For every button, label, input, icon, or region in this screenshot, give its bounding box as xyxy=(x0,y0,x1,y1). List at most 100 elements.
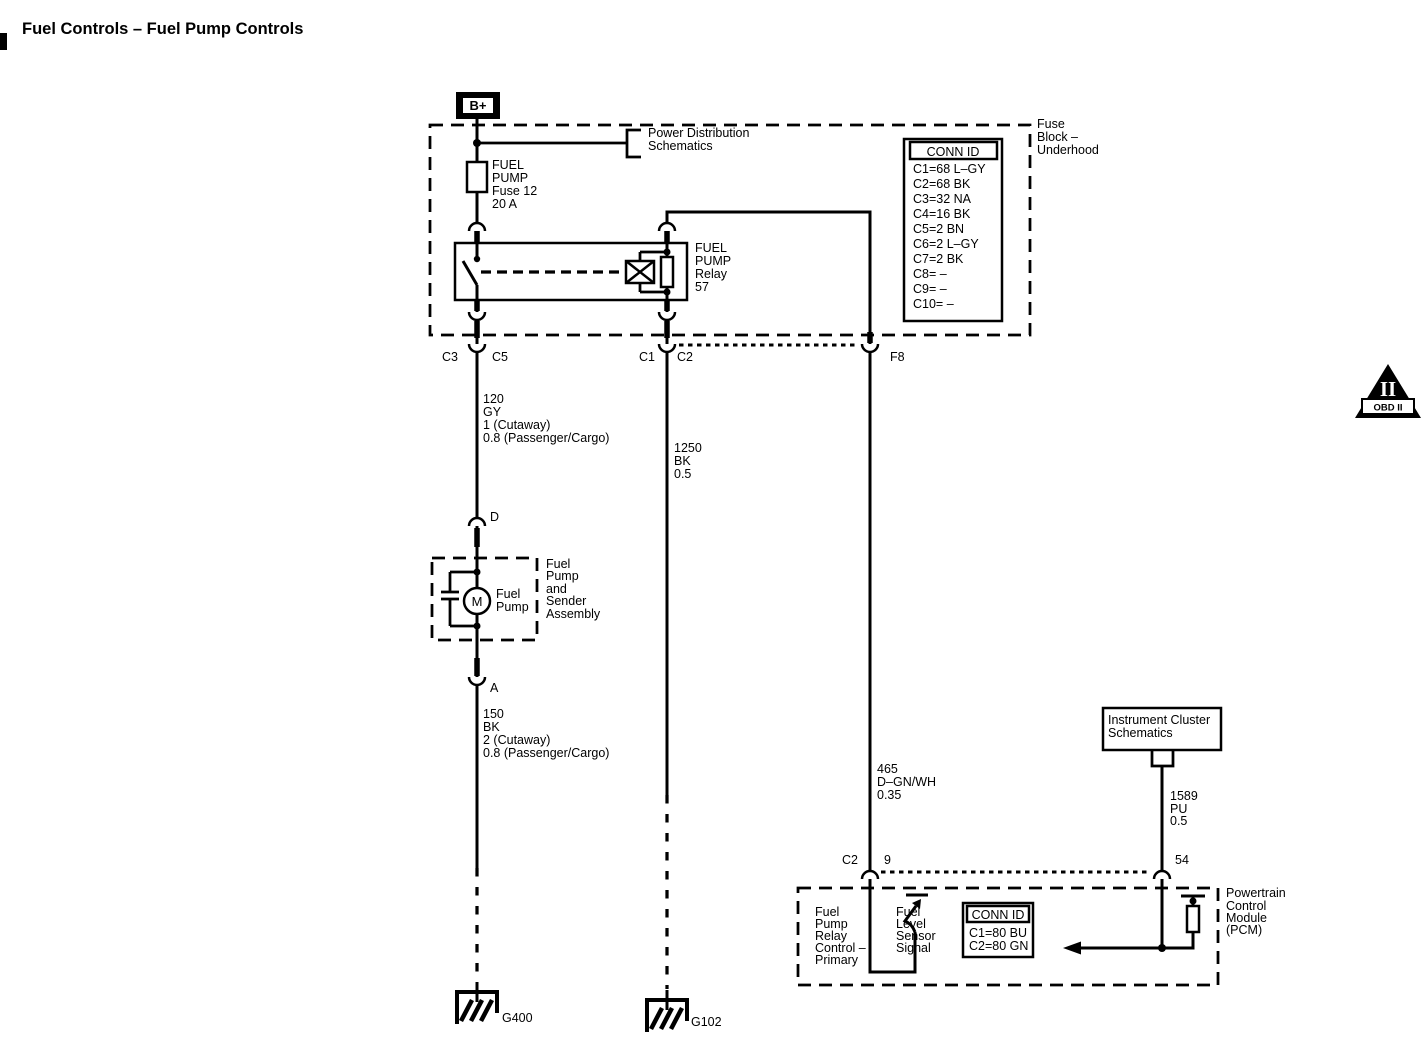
connector-arc xyxy=(467,221,487,232)
conn-id-table-pcm-header-box xyxy=(965,904,1031,924)
instrument-cluster-label: Instrument Cluster xyxy=(1108,713,1210,727)
wire-label-1250: 1250 BK 0.5 xyxy=(674,441,702,481)
wire-circuit-number: 465 xyxy=(877,762,898,776)
pcm-label-line: Control xyxy=(1226,899,1266,913)
battery-terminal-box-inner xyxy=(463,98,493,113)
relay-body xyxy=(453,241,689,302)
pcm-boundary xyxy=(796,886,1220,987)
wire-label-150: 150 BK 2 (Cutaway) 0.8 (Passenger/Cargo) xyxy=(483,707,609,760)
conn-id-pcm-header: CONN ID xyxy=(972,908,1025,922)
junction-dot xyxy=(1189,897,1197,905)
relay-coil-bracket xyxy=(638,250,667,294)
relay-label-line: PUMP xyxy=(695,254,731,268)
pcm-label-line: Powertrain xyxy=(1226,886,1286,900)
obd-ii-badge: II OBD II xyxy=(1355,364,1421,418)
pcm-relay-control-label: Fuel xyxy=(815,905,839,919)
fuse-block-label: Fuse Block – Underhood xyxy=(1037,117,1099,157)
connector-stubs xyxy=(474,231,873,676)
connector-arc-f8 xyxy=(860,343,880,354)
pin-label-c5: C5 xyxy=(492,350,508,364)
fuel-level-sensor-label: Level xyxy=(896,917,926,931)
fuel-pump-fuse: FUEL PUMP Fuse 12 20 A xyxy=(465,158,537,211)
fuel-level-sensor-label: Sensor xyxy=(896,929,936,943)
fuse-block-label-line: Underhood xyxy=(1037,143,1099,157)
ground-symbol-g400 xyxy=(455,982,499,1024)
connector-arc-d xyxy=(467,516,487,527)
junction-dots xyxy=(473,139,1197,952)
pcm-relay-control-label: Control – xyxy=(815,941,866,955)
relay-driver-arrowhead xyxy=(912,899,921,909)
relay-label-line: 57 xyxy=(695,280,709,294)
junction-dot xyxy=(473,255,481,263)
power-distribution-label: Schematics xyxy=(648,139,713,153)
conn-id-row: C10= – xyxy=(913,297,954,311)
pin-label-c1: C1 xyxy=(639,350,655,364)
capacitor-branch xyxy=(448,570,477,628)
wire-color: PU xyxy=(1170,802,1187,816)
reference-bracket xyxy=(1150,750,1175,768)
pin-label-d: D xyxy=(490,510,499,524)
signal-direction-arrowhead xyxy=(1063,941,1081,955)
connector-arc-pcm-9 xyxy=(860,869,880,880)
wire-label-465: 465 D–GN/WH 0.35 xyxy=(877,762,936,802)
fuel-pump-label-line: Pump xyxy=(496,600,529,614)
pcm-internals: Fuel Pump Relay Control – Primary CONN I… xyxy=(815,893,1205,967)
wire-label-1589: 1589 PU 0.5 xyxy=(1170,789,1198,828)
junction-dot xyxy=(1158,944,1166,952)
pin-label-pcm-c2: C2 xyxy=(842,853,858,867)
obd-label: OBD II xyxy=(1373,403,1402,414)
wire-color: BK xyxy=(674,454,691,468)
conn-id-table-pcm-frame xyxy=(961,901,1035,959)
wire-color: BK xyxy=(483,720,500,734)
wire-gauge: 0.8 (Passenger/Cargo) xyxy=(483,746,609,760)
pcm-label: Powertrain Control Module (PCM) xyxy=(1226,886,1286,937)
wire-circuit-number: 120 xyxy=(483,392,504,406)
relay-label-line: Relay xyxy=(695,267,728,281)
fuel-pump-assembly-boundary xyxy=(430,556,539,642)
pin-label-a: A xyxy=(490,681,499,695)
conn-id-row: C6=2 L–GY xyxy=(913,237,979,251)
pcm-label-line: Module xyxy=(1226,911,1267,925)
fuel-pump-motor-symbol xyxy=(462,586,492,616)
obd-numeral: II xyxy=(1380,377,1396,401)
wire-color: GY xyxy=(483,405,502,419)
instrument-cluster-label: Schematics xyxy=(1108,726,1173,740)
ground-label-g400: G400 xyxy=(502,1011,533,1025)
page-title: Fuel Controls – Fuel Pump Controls xyxy=(22,20,303,38)
wire-circuit-number: 1250 xyxy=(674,441,702,455)
wire-gauge: 0.5 xyxy=(674,467,691,481)
pcm-pin-labels: C2 9 54 xyxy=(842,853,1189,867)
power-distribution-ref: Power Distribution Schematics xyxy=(625,126,749,159)
connector-arc-a xyxy=(467,676,487,687)
relay-label-line: FUEL xyxy=(695,241,727,255)
connector-arc-c3-c5 xyxy=(467,343,487,354)
relay-driver-symbol xyxy=(902,905,918,933)
battery-feed: B+ xyxy=(456,92,500,119)
conn-id-table-underhood: CONN ID C1=68 L–GY C2=68 BK C3=32 NA C4=… xyxy=(902,137,1004,323)
wire-gauge: 1 (Cutaway) xyxy=(483,418,550,432)
wire-circuit-number: 150 xyxy=(483,707,504,721)
fuel-pump-relay: FUEL PUMP Relay 57 xyxy=(453,241,731,302)
fuse-block-label-line: Fuse xyxy=(1037,117,1065,131)
pcm-relay-control-label: Pump xyxy=(815,917,848,931)
connector-arcs xyxy=(467,221,1172,880)
fuse-symbol xyxy=(465,160,489,194)
wire-circuit-number: 1589 xyxy=(1170,789,1198,803)
pcm-resistor-symbol xyxy=(1185,904,1201,934)
pin-label-pcm-54: 54 xyxy=(1175,853,1189,867)
fuel-level-sensor-label: Fuel xyxy=(896,905,920,919)
conn-id-pcm-row: C1=80 BU xyxy=(969,926,1027,940)
junction-dot xyxy=(473,139,481,147)
instrument-cluster-box xyxy=(1101,706,1223,752)
conn-id-row: C9= – xyxy=(913,282,947,296)
wire-color: D–GN/WH xyxy=(877,775,936,789)
pin-label-pcm-9: 9 xyxy=(884,853,891,867)
wire-coil-to-f8 xyxy=(665,210,872,872)
wire-gauge: 0.35 xyxy=(877,788,901,802)
conn-id-table-frame xyxy=(902,137,1004,323)
conn-id-pcm-row: C2=80 GN xyxy=(969,939,1028,953)
capacitor-symbol xyxy=(441,590,459,601)
motor-letter: M xyxy=(472,594,483,609)
conn-id-row: C4=16 BK xyxy=(913,207,971,221)
